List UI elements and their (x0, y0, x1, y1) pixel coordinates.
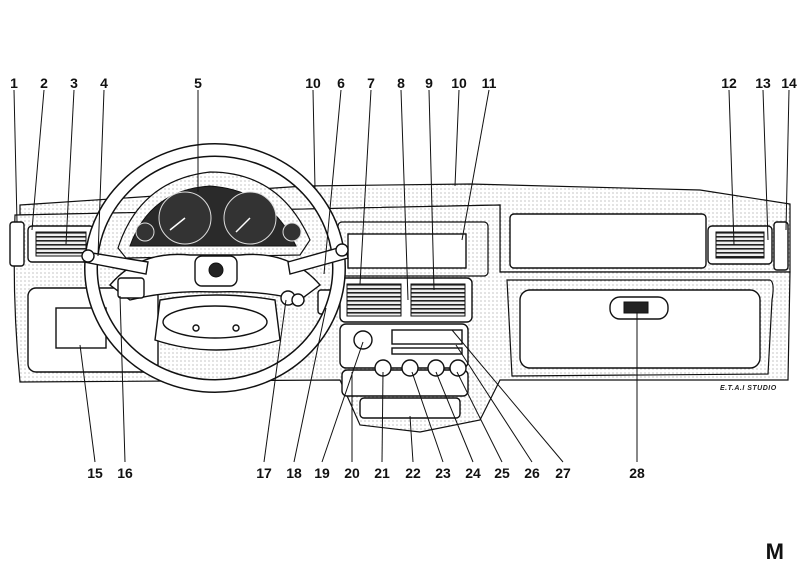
callout-23: 23 (435, 465, 451, 481)
left-stalk (81, 249, 149, 299)
steering-wheel (84, 143, 346, 393)
callout-18: 18 (286, 465, 302, 481)
callout-21: 21 (374, 465, 390, 481)
callout-5: 5 (194, 75, 202, 91)
callouts-top: 1 2 3 4 5 10 6 7 8 9 10 11 12 13 14 (10, 75, 797, 91)
callout-14: 14 (781, 75, 797, 91)
callout-28: 28 (629, 465, 645, 481)
callout-25: 25 (494, 465, 510, 481)
callout-10a: 10 (305, 75, 321, 91)
callouts-bottom: 15 16 17 18 19 20 21 22 23 24 25 26 27 2… (87, 465, 645, 481)
callout-3: 3 (70, 75, 78, 91)
callout-15: 15 (87, 465, 103, 481)
right-side-vent (707, 221, 789, 271)
left-side-vent (9, 221, 95, 267)
callout-9: 9 (425, 75, 433, 91)
callout-6: 6 (337, 75, 345, 91)
callout-13: 13 (755, 75, 771, 91)
callout-4: 4 (100, 75, 108, 91)
leader-lines (13, 89, 790, 463)
callout-2: 2 (40, 75, 48, 91)
callout-16: 16 (117, 465, 133, 481)
callout-7: 7 (367, 75, 375, 91)
callout-24: 24 (465, 465, 481, 481)
page-letter: M (765, 539, 784, 564)
callout-20: 20 (344, 465, 360, 481)
callout-17: 17 (256, 465, 272, 481)
callout-11: 11 (482, 75, 497, 91)
callout-10b: 10 (451, 75, 467, 91)
callout-26: 26 (524, 465, 540, 481)
callout-19: 19 (314, 465, 330, 481)
right-stalk (280, 243, 349, 307)
callout-27: 27 (555, 465, 571, 481)
callout-22: 22 (405, 465, 421, 481)
instrument-cluster (117, 171, 311, 259)
callout-8: 8 (397, 75, 405, 91)
studio-credit: E.T.A.I STUDIO (720, 385, 777, 392)
center-vents (339, 277, 473, 323)
callout-12: 12 (721, 75, 737, 91)
callout-1: 1 (10, 75, 18, 91)
